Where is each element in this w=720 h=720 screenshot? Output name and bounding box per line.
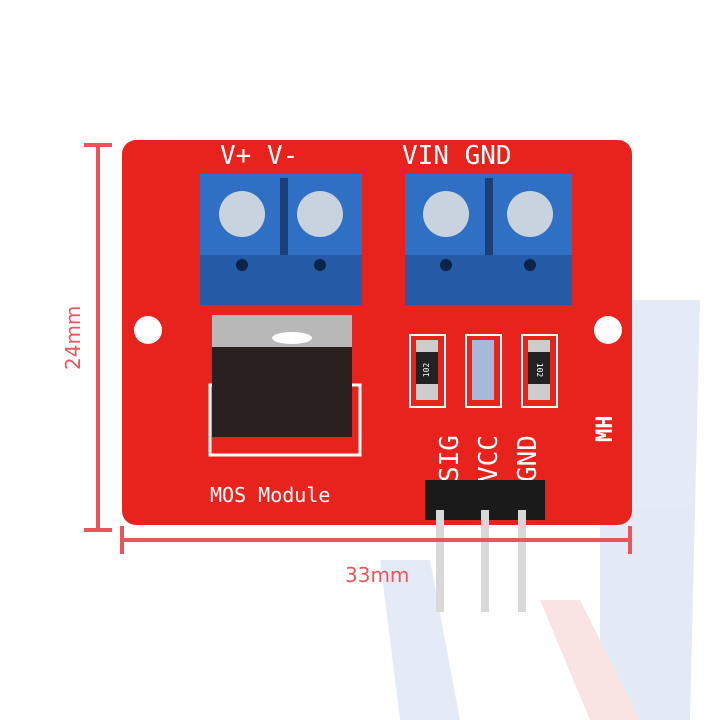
- brand-mark: MH: [593, 416, 618, 443]
- mounting-hole-left: [134, 316, 162, 344]
- resistor-code: 102: [422, 363, 431, 378]
- pin-label-sig: SIG: [435, 435, 465, 482]
- height-dimension-label: 24mm: [61, 306, 85, 370]
- screw-icon[interactable]: [219, 191, 265, 237]
- module-label: MOS Module: [210, 483, 330, 507]
- screw-icon[interactable]: [507, 191, 553, 237]
- terminal-block-left: [200, 174, 362, 305]
- terminal-label-vin-gnd: VIN GND: [402, 141, 512, 171]
- pin-vcc[interactable]: [481, 500, 489, 612]
- mounting-hole-right: [594, 316, 622, 344]
- smd-components: 102 102: [409, 334, 558, 408]
- mosfet-transistor: [208, 315, 362, 457]
- terminal-block-right: [405, 174, 572, 305]
- screw-icon[interactable]: [423, 191, 469, 237]
- pin-gnd[interactable]: [518, 500, 526, 612]
- pin-header: [425, 480, 545, 612]
- screw-icon[interactable]: [297, 191, 343, 237]
- led: [472, 340, 494, 400]
- pin-label-vcc: VCC: [474, 435, 504, 482]
- resistor-code: 102: [535, 363, 544, 378]
- width-dimension-label: 33mm: [345, 563, 409, 587]
- pin-sig[interactable]: [436, 500, 444, 612]
- pin-label-gnd: GND: [513, 435, 543, 482]
- dimension-lines: [84, 143, 632, 554]
- terminal-label-vplus-vminus: V+ V-: [220, 141, 298, 171]
